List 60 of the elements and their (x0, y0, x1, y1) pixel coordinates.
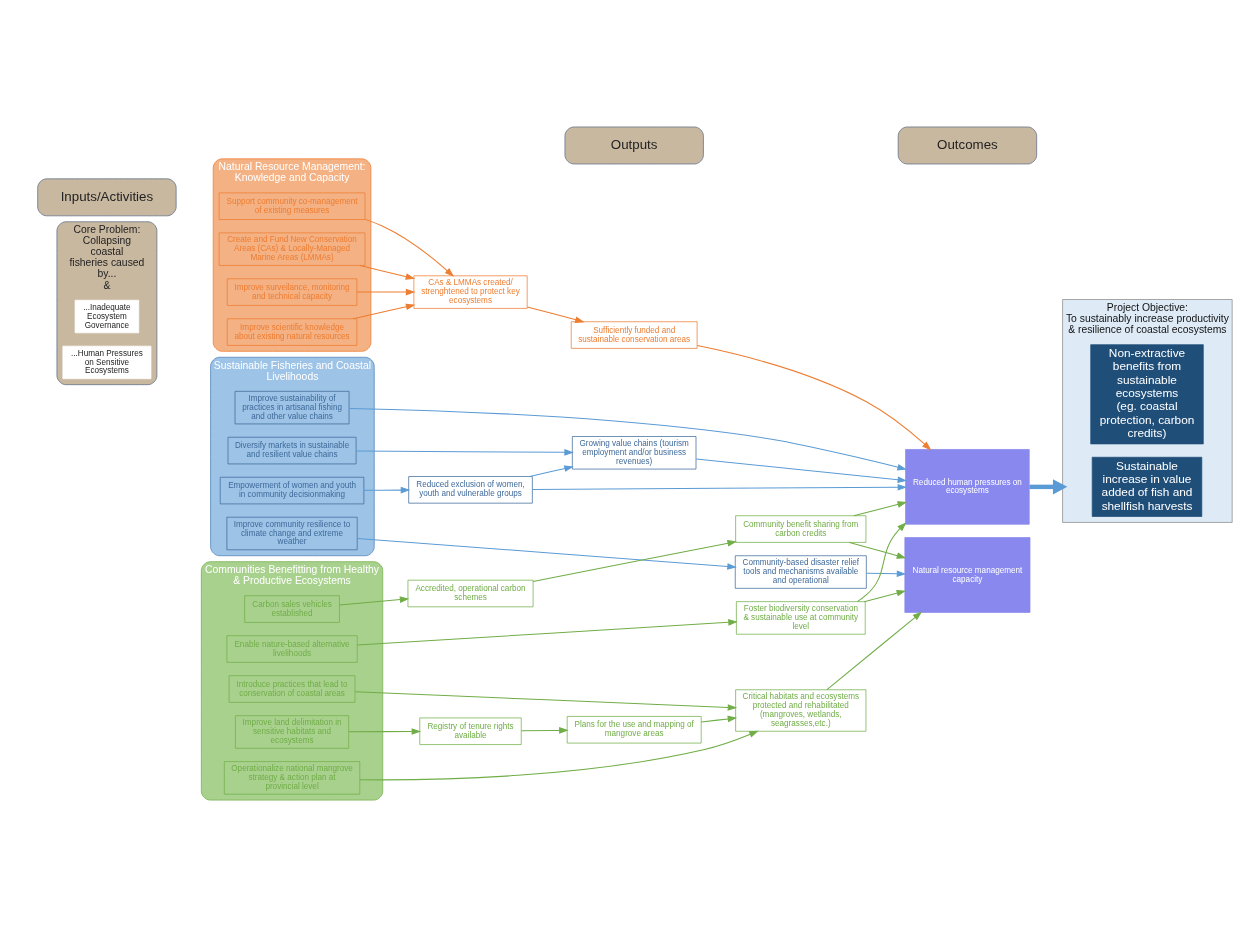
node-box: Support community co-management of existing measures (218, 192, 366, 220)
arrow (356, 618, 738, 646)
node-box: Foster biodiversity conservation & sustainable use at community level (736, 600, 866, 635)
node-box: Improve surveilance, monitoring and technical capacity (226, 277, 358, 306)
arrow (700, 715, 738, 723)
arrow (356, 537, 737, 570)
node-box: Outcomes (897, 126, 1038, 164)
node-box: Sustainable increase in value added of fish and shellfish harvests (1091, 456, 1203, 517)
node-box: CAs & LMMAs created/ strenghtened to protect key ecosystems (413, 274, 528, 309)
arrow (520, 726, 569, 734)
arrow (853, 500, 908, 516)
node-box: ...Human Pressures on Sensitive Ecosystems (62, 345, 152, 379)
node-box: ...Inadequate Ecosystem Governance (74, 299, 140, 333)
node-box: Non-extractive benefits from sustainable ecosystems (eg. coastal protection, carbon credits) (1090, 343, 1204, 444)
arrow (1029, 478, 1068, 494)
arrow (529, 464, 574, 477)
arrow (695, 458, 908, 483)
node-box: Reduced human pressures on ecosystems (905, 448, 1030, 525)
arrow (359, 264, 416, 280)
arrow (849, 541, 907, 559)
arrow (348, 407, 907, 470)
node-box: Community benefit sharing from carbon credits (735, 514, 867, 543)
node-box: Improve community resilience to climate change and extreme weather (226, 516, 358, 550)
arrow (354, 690, 738, 711)
node-box: Natural resource management capacity (904, 536, 1031, 613)
arrow (856, 521, 907, 602)
node-box: Accredited, operational carbon schemes (407, 579, 534, 607)
node-box: Create and Fund New Conservation Areas (CAs) & Locally-Managed Marine Areas (LMMAs) (218, 232, 366, 266)
arrow (359, 730, 759, 780)
node-box: Registry of tenure rights available (419, 717, 522, 745)
arrow (352, 303, 416, 319)
node-box: Enable nature-based alternative livelihoods (226, 634, 358, 663)
node-box: Reduced exclusion of women, youth and vulnerable groups (408, 475, 533, 504)
arrow (363, 486, 411, 493)
arrow (866, 569, 907, 577)
node-box: Carbon sales vehicles established (244, 594, 340, 623)
arrow (826, 611, 923, 690)
arrow (348, 727, 422, 735)
arrow (339, 595, 410, 605)
node-box: Sufficiently funded and sustainable conservation areas (570, 320, 698, 349)
node-box: Community-based disaster relief tools and mechanisms available and operational (734, 554, 867, 589)
node-box: Plans for the use and mapping of mangrove areas (566, 715, 702, 743)
arrow (364, 218, 455, 277)
arrow (526, 305, 585, 323)
node-box: Diversify markets in sustainable and resilient value chains (227, 436, 357, 464)
arrow (356, 288, 416, 295)
arrow (532, 483, 908, 491)
arrow (696, 344, 932, 450)
node-box: Growing value chains (tourism employment and/or business revenues) (571, 435, 697, 469)
node-box: Inputs/Activities (37, 177, 177, 216)
node-box: Improve scientific knowledge about existing natural resources (226, 317, 358, 346)
node-box: Critical habitats and ecosystems protected and rehabilitated (mangroves, wetlands, seagrasses,etc.) (735, 688, 867, 732)
node-box: Operationalize national mangrove strategy & action plan at provincial level (223, 760, 361, 795)
node-box: Empowerment of women and youth in community decisionmaking (219, 476, 365, 504)
node-box: Improve sustainability of practices in artisanal fishing and other value chains (234, 390, 350, 424)
arrow (532, 539, 737, 582)
node-box: Outputs (564, 126, 704, 164)
arrow (863, 589, 907, 602)
node-box: Introduce practices that lead to conservation of coastal areas (228, 674, 356, 703)
arrow (355, 448, 574, 456)
